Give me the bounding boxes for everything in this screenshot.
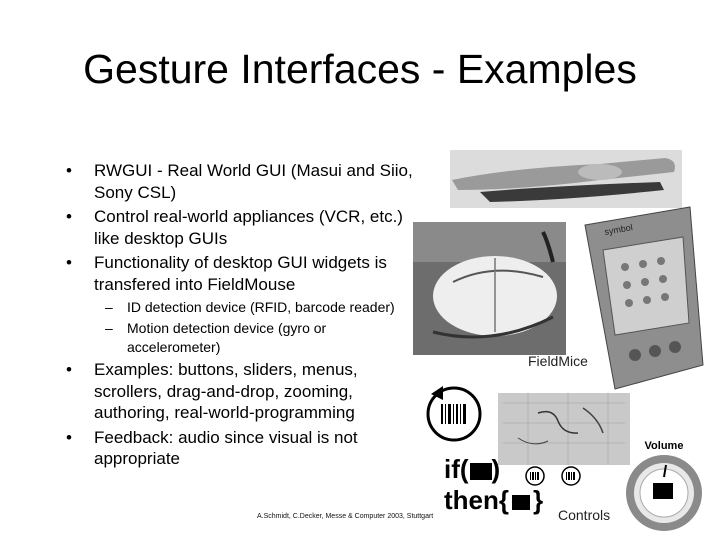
bullet-item: Feedback: audio since visual is not appr… bbox=[64, 427, 414, 470]
pda-brand-label: symbol bbox=[604, 222, 634, 237]
bullet-item: Examples: buttons, sliders, menus, scrol… bbox=[64, 359, 414, 424]
barcode-pen-photo bbox=[450, 150, 682, 208]
gesture-trace-image bbox=[498, 393, 630, 465]
barcode-buttons-icon bbox=[525, 466, 581, 486]
bullet-item: RWGUI - Real World GUI (Masui and Siio, … bbox=[64, 160, 414, 203]
mouse-icon bbox=[413, 222, 566, 355]
sub-bullet-item: Motion detection device (gyro or acceler… bbox=[64, 319, 414, 357]
volume-label: Volume bbox=[645, 440, 684, 452]
bullet-item: Functionality of desktop GUI widgets is … bbox=[64, 252, 414, 295]
gesture-trace-icon bbox=[498, 393, 630, 465]
field-mouse-photo bbox=[413, 222, 566, 355]
pda-photo: symbol bbox=[575, 205, 707, 391]
if-label: if() bbox=[444, 454, 501, 484]
bullet-list: RWGUI - Real World GUI (Masui and Siio, … bbox=[64, 160, 414, 473]
rotate-barcode-icon bbox=[426, 386, 482, 442]
controls-caption: Controls bbox=[558, 507, 611, 523]
pda-icon: symbol bbox=[584, 206, 704, 390]
sub-bullet-item: ID detection device (RFID, barcode reade… bbox=[64, 298, 414, 317]
then-label: then{} bbox=[444, 485, 544, 515]
slide-title: Gesture Interfaces - Examples bbox=[83, 46, 637, 92]
volume-knob-icon: Volume bbox=[626, 440, 702, 531]
fieldmice-caption: FieldMice bbox=[528, 353, 588, 369]
footer: A.Schmidt, C.Decker, Messe & Computer 20… bbox=[257, 513, 434, 520]
bullet-item: Control real-world appliances (VCR, etc.… bbox=[64, 206, 414, 249]
barcode-pen-icon bbox=[450, 150, 682, 208]
